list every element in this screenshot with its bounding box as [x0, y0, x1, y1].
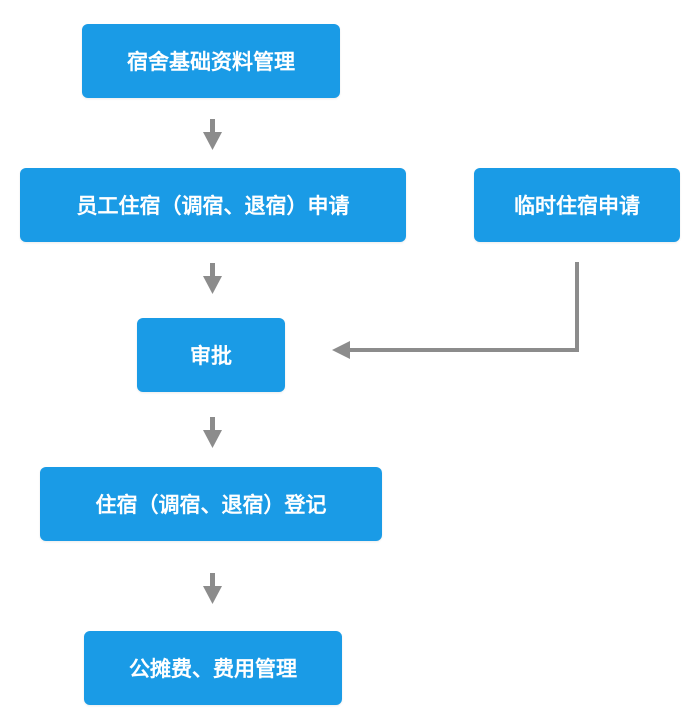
arrow-temp-to-approve	[332, 262, 579, 359]
node-accommodation-registration-label: 住宿（调宿、退宿）登记	[95, 493, 327, 517]
node-employee-accommodation-application: 员工住宿（调宿、退宿）申请	[20, 168, 406, 242]
arrow-approve-to-register	[203, 417, 222, 448]
node-fee-management: 公摊费、费用管理	[84, 631, 342, 705]
node-approval-label: 审批	[190, 344, 232, 368]
node-basic-data-management-label: 宿舍基础资料管理	[127, 50, 295, 74]
node-basic-data-management: 宿舍基础资料管理	[82, 24, 340, 98]
node-accommodation-registration: 住宿（调宿、退宿）登记	[40, 467, 382, 541]
node-approval: 审批	[137, 318, 285, 392]
arrow-basic-to-apply	[203, 119, 222, 150]
arrow-register-to-fee	[203, 573, 222, 604]
node-fee-management-label: 公摊费、费用管理	[129, 657, 297, 681]
node-temporary-accommodation-application: 临时住宿申请	[474, 168, 680, 242]
node-temporary-accommodation-application-label: 临时住宿申请	[514, 194, 640, 218]
node-employee-accommodation-application-label: 员工住宿（调宿、退宿）申请	[76, 194, 350, 218]
arrow-apply-to-approve	[203, 263, 222, 294]
